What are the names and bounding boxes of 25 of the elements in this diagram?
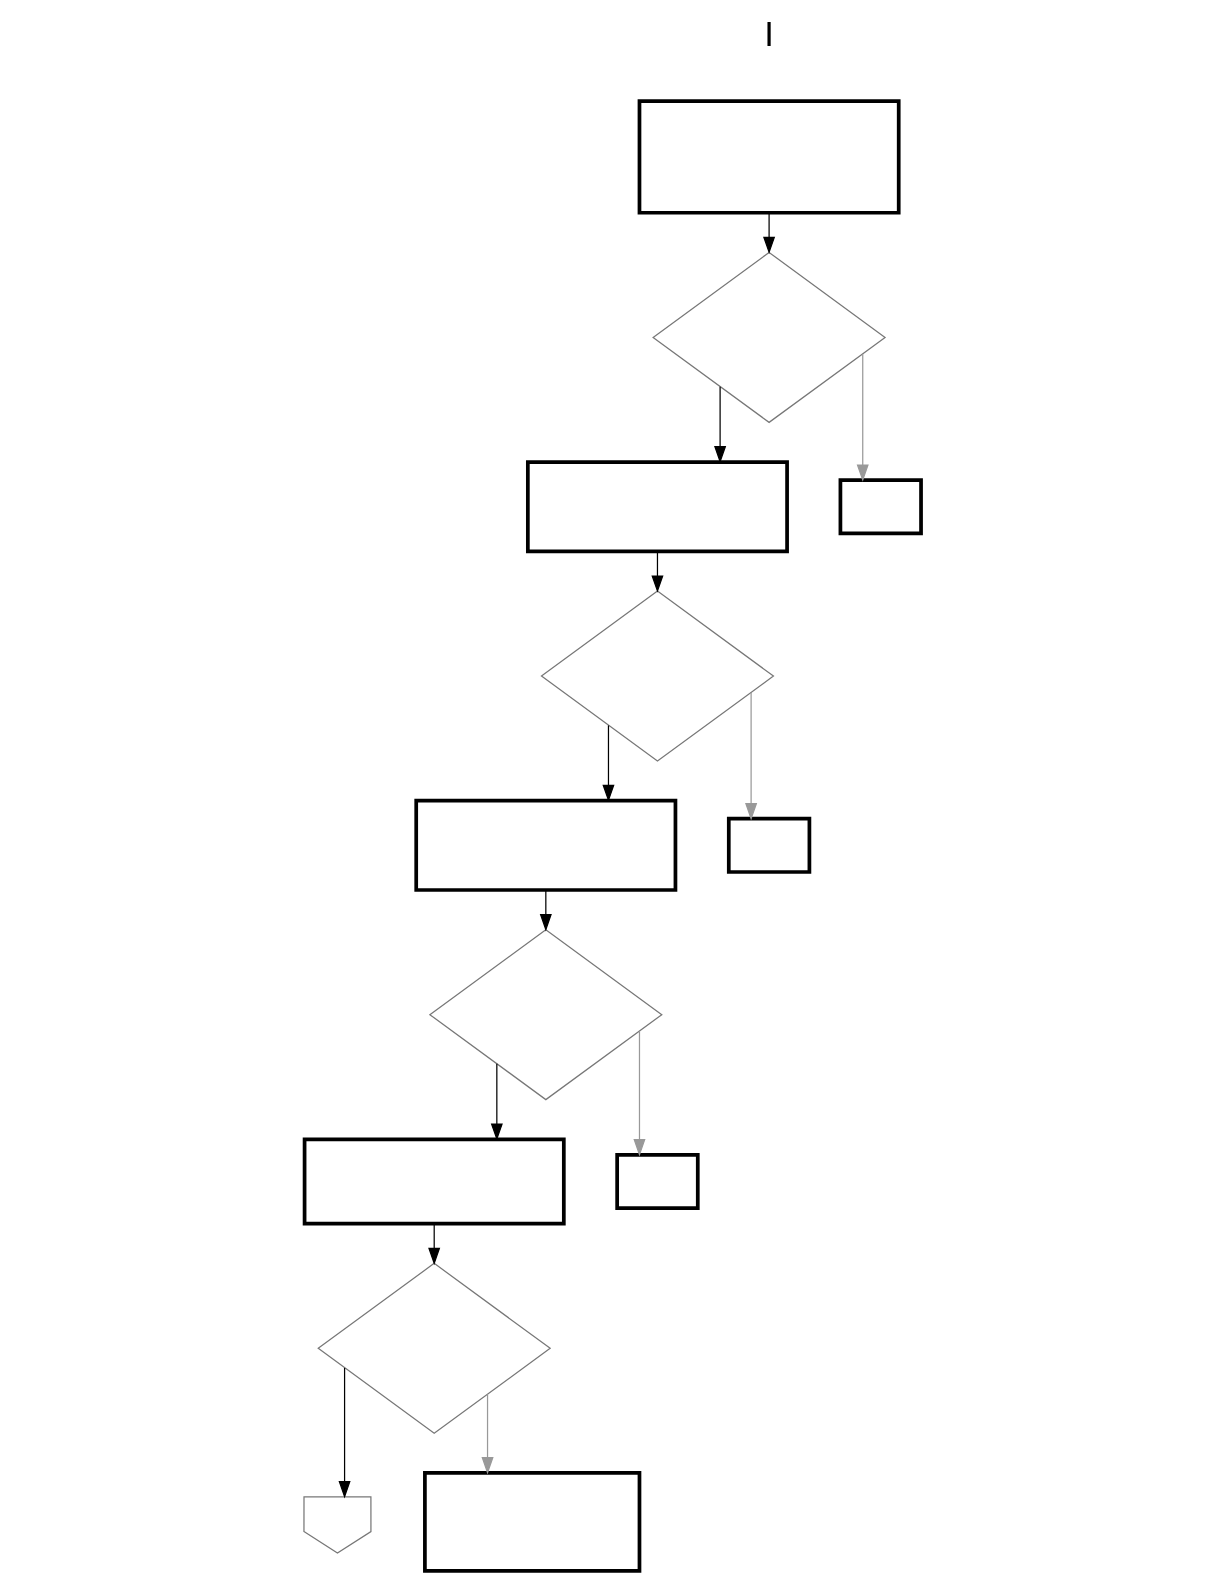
label: I	[763, 14, 774, 53]
node-pentagon	[302, 1496, 372, 1554]
arrow	[856, 353, 869, 482]
node-box	[422, 1471, 641, 1573]
arrow	[490, 1063, 503, 1141]
arrow	[539, 889, 552, 932]
arrow	[744, 692, 757, 821]
node-box	[525, 460, 789, 554]
node-diamond	[316, 1262, 551, 1435]
arrow	[427, 1223, 440, 1266]
node-box	[637, 99, 901, 215]
arrow	[480, 1393, 494, 1475]
node-box	[838, 478, 923, 536]
node-diamond	[428, 928, 663, 1101]
arrow	[713, 386, 726, 464]
node-box	[614, 1152, 700, 1210]
node-box	[302, 1137, 566, 1226]
node-box	[413, 798, 677, 892]
arrow	[632, 1030, 646, 1157]
arrow	[338, 1367, 351, 1499]
node-diamond	[651, 251, 886, 424]
node-diamond	[539, 590, 774, 762]
node-box	[726, 816, 811, 874]
arrow	[650, 551, 664, 593]
arrow	[762, 212, 775, 255]
